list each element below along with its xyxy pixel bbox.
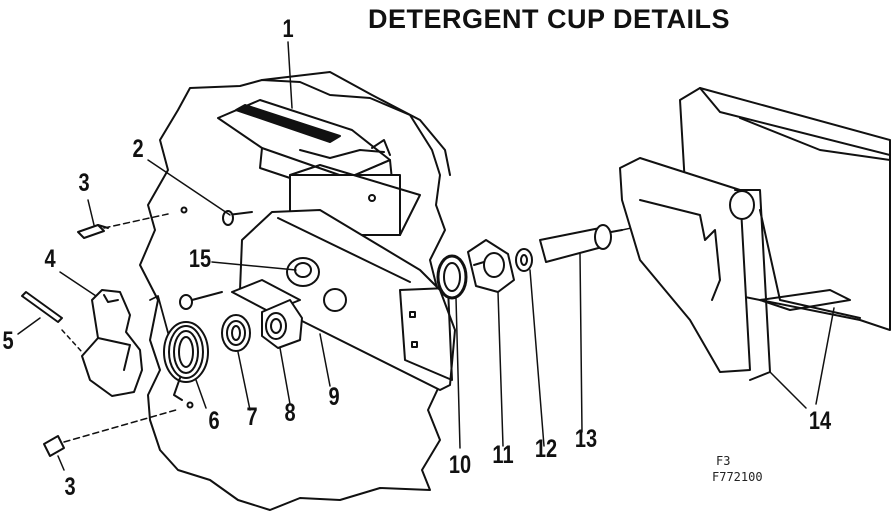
mount-hole-bottom <box>188 403 193 408</box>
callout-5: 5 <box>2 327 14 356</box>
callout-9: 9 <box>328 383 340 412</box>
spring-part-6 <box>150 296 208 400</box>
washer-part-12 <box>516 249 532 271</box>
part-number-reference: F772100 <box>712 470 763 484</box>
pin-part-5 <box>22 292 82 352</box>
cam-part-8 <box>262 300 302 348</box>
callout-13: 13 <box>574 425 598 454</box>
screw-part-3-bottom <box>44 410 176 456</box>
leader-lines <box>18 42 834 470</box>
figure-reference: F3 <box>716 454 731 468</box>
callout-15: 15 <box>188 245 212 274</box>
door-panel-edge <box>262 72 450 175</box>
small-screw <box>180 292 222 309</box>
door-panel-outline <box>140 80 445 510</box>
callout-3-top: 3 <box>78 169 90 198</box>
callout-3-bottom: 3 <box>64 473 76 502</box>
screw-part-3-top <box>78 214 168 238</box>
callout-1: 1 <box>282 15 294 44</box>
oring-part-10 <box>438 256 466 298</box>
part-15-boss <box>287 258 319 286</box>
cup-lid <box>218 100 420 235</box>
callout-2: 2 <box>132 135 144 164</box>
callout-4: 4 <box>44 245 56 274</box>
callout-14: 14 <box>808 407 832 436</box>
diagram-title: DETERGENT CUP DETAILS <box>368 4 731 34</box>
bearing-part-11 <box>468 240 514 292</box>
mount-hole-top <box>182 208 187 213</box>
callout-6: 6 <box>208 407 220 436</box>
mounting-plate <box>232 210 455 390</box>
callout-8: 8 <box>284 399 296 428</box>
callout-7: 7 <box>246 403 258 432</box>
callout-12: 12 <box>534 435 558 464</box>
callout-11: 11 <box>492 441 514 470</box>
latch-part-4 <box>82 290 142 396</box>
callout-10: 10 <box>448 451 472 480</box>
cup-housing-part-14 <box>620 88 890 380</box>
spring-part-7 <box>222 315 250 351</box>
